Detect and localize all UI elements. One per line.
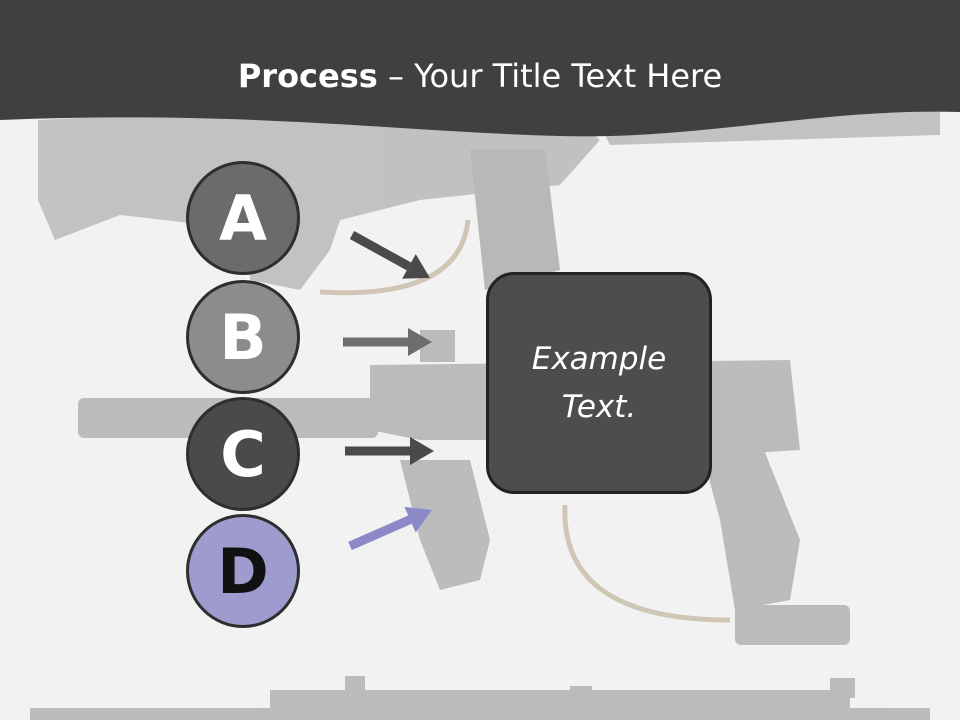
example-text-box: Example Text. — [486, 272, 712, 494]
rail-image — [30, 676, 930, 720]
title-bold: Process — [237, 57, 378, 95]
step-a-circle: A — [186, 161, 300, 275]
arrow-c-head — [410, 437, 434, 465]
rifle-stock-image — [38, 100, 940, 290]
arrow-b-head — [408, 328, 432, 356]
arrow-a-head — [402, 254, 430, 279]
step-b-label: B — [219, 300, 267, 374]
arrow-d-head — [404, 506, 432, 533]
step-c-circle: C — [186, 397, 300, 511]
slide-title: Process – Your Title Text Here — [0, 52, 960, 100]
lower-hose-image — [562, 504, 731, 623]
step-a-label: A — [219, 181, 267, 255]
step-c-label: C — [220, 417, 266, 491]
step-d-circle: D — [186, 514, 300, 628]
header-band — [0, 0, 960, 137]
arrow-d-shaft — [348, 515, 412, 551]
example-text: Example Text. — [531, 341, 667, 425]
title-rest: – Your Title Text Here — [377, 57, 723, 95]
step-d-label: D — [217, 534, 269, 608]
step-b-circle: B — [186, 280, 300, 394]
arrow-a-shaft — [349, 231, 412, 271]
